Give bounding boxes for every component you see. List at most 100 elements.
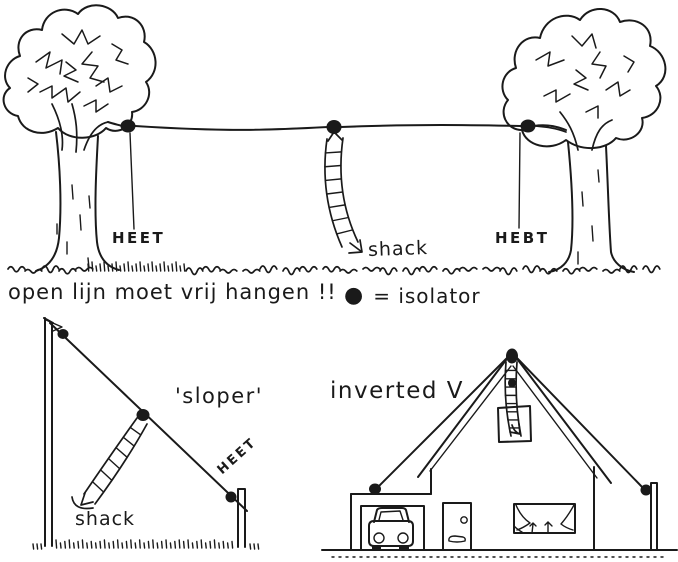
feedline-arrow: [71, 492, 94, 510]
right-antenna-pole: [650, 482, 658, 551]
feedline-flare: [327, 131, 343, 142]
heet-label-right: HEBT: [495, 229, 550, 247]
ladder-rail: [504, 361, 512, 437]
car: [368, 507, 414, 550]
curtain-right: [560, 504, 575, 531]
foliage-scribble: [111, 43, 129, 65]
window-plant: [544, 521, 553, 534]
window-plant: [529, 522, 537, 534]
shack-label-top: shack: [367, 236, 429, 262]
inverted-v-wire-left: [376, 356, 509, 489]
ladder-rung: [324, 151, 343, 154]
grass-stroke: [7, 265, 661, 276]
ladder-rung: [324, 178, 343, 182]
sloper-title: 'sloper': [175, 384, 264, 408]
isolator-legend-text: = isolator: [373, 284, 481, 308]
grass-ticks: [87, 261, 186, 272]
foliage-scribble: [535, 51, 565, 67]
house-body: [350, 466, 595, 551]
ladder-rung: [129, 426, 142, 436]
bark-stroke: [56, 184, 91, 269]
ladder-rail: [83, 417, 138, 495]
insulator-dot: [520, 119, 536, 133]
foliage-scribble: [61, 29, 101, 45]
shack-label-sloper: shack: [75, 508, 136, 530]
ground-hatch: [32, 539, 260, 550]
antenna-wire-right-segment: [340, 124, 567, 131]
insulator-dot: [326, 120, 342, 134]
inverted-v-title: inverted V: [330, 378, 464, 404]
insulator-dot: [57, 329, 69, 339]
ladder-rung: [115, 446, 128, 459]
roof-edge-right: [517, 359, 612, 484]
left-tree-trunk: [35, 103, 120, 272]
trunk-branch: [51, 103, 64, 151]
roof-edge-right-inner: [512, 365, 598, 479]
bark-stroke: [577, 169, 600, 265]
right-tree: [501, 8, 667, 273]
left-tree-foliage-scribbles: [27, 29, 129, 113]
door-letterbox: [448, 535, 466, 543]
ladder-rung: [107, 457, 121, 470]
door-handle: [460, 516, 468, 524]
inverted-v-wire-right: [515, 356, 645, 490]
car-windshield: [378, 510, 404, 521]
foliage-scribble: [35, 51, 63, 75]
door-outline: [442, 502, 472, 551]
trunk-edge: [548, 141, 574, 273]
trunk-edge: [94, 135, 120, 271]
inverted-v-scene: [321, 348, 678, 558]
window: [513, 503, 576, 534]
ladder-rung: [328, 204, 346, 209]
heet-leader-line-left: [129, 132, 135, 230]
sloper-scene: [32, 317, 260, 550]
right-tree-canopy: [501, 8, 667, 149]
roof-edge-left-inner: [429, 365, 512, 472]
ground-sloper: [32, 539, 260, 550]
heet-label-left: HEET: [112, 229, 166, 247]
mast-edge: [43, 317, 54, 547]
car-wheel: [372, 545, 381, 550]
car-headlight: [397, 532, 409, 544]
insulator-dot: [506, 348, 518, 364]
ladder-rung: [326, 191, 344, 195]
trunk-branch: [559, 111, 579, 151]
top-scene: [2, 4, 667, 276]
window-frame: [513, 503, 576, 534]
ladder-rung: [324, 164, 342, 168]
foliage-scribble: [27, 77, 39, 93]
feedline-arrow: [509, 423, 521, 435]
roof-edge-left: [417, 359, 507, 478]
trunk-branch: [71, 103, 78, 153]
left-tree-canopy: [2, 4, 157, 139]
left-tree: [2, 4, 157, 272]
foliage-scribble: [605, 81, 631, 97]
ladder-rail: [94, 423, 148, 505]
insulator-dot: [136, 409, 150, 421]
insulator-dot: [225, 491, 237, 503]
feedline-ladder-sloper: [83, 417, 148, 505]
insulator-dot: [640, 484, 652, 496]
isolator-dot-icon: ●: [344, 283, 365, 309]
garage-opening: [360, 505, 425, 551]
feedline-arrow: [348, 239, 363, 254]
isolator-legend: ● = isolator: [344, 283, 481, 309]
ground-top: [7, 261, 661, 276]
pole-edge: [650, 482, 658, 551]
car-wheel: [399, 545, 409, 550]
feedline-entry-box: [497, 405, 532, 443]
foliage-scribble: [95, 77, 123, 93]
foliage-scribble: [585, 105, 599, 119]
antenna-wire-left-segment: [107, 121, 329, 131]
feedline-knot-dot: [508, 378, 516, 388]
foliage-scribble: [623, 55, 635, 73]
foliage-scribble: [63, 61, 79, 83]
ladder-rung: [91, 480, 105, 493]
insulator-dot: [120, 119, 136, 133]
right-tree-foliage-scribbles: [535, 33, 635, 119]
heet-leader-line-right: [518, 132, 521, 229]
ladder-rung: [122, 436, 135, 447]
trunk-branch: [83, 121, 109, 151]
sloper-end-pole: [237, 488, 246, 548]
